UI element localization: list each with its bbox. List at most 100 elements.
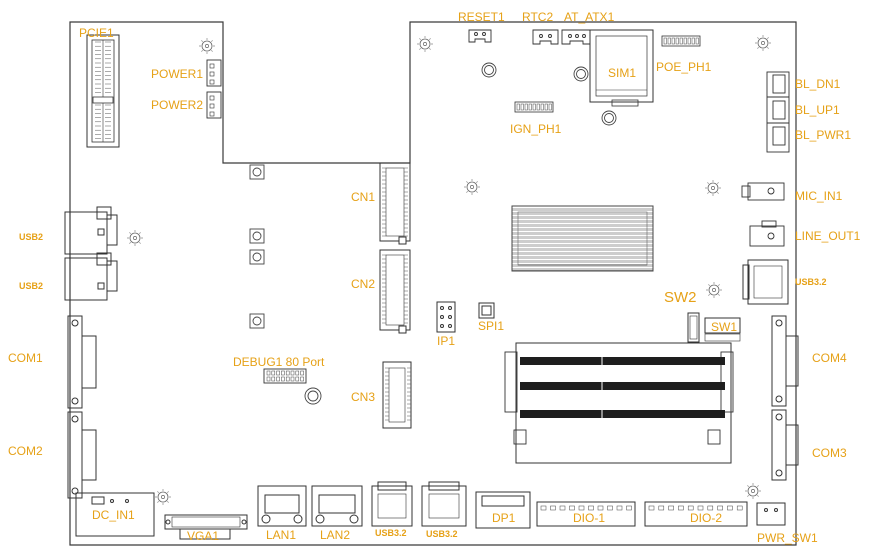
pin [295,370,300,376]
pin [616,505,623,511]
pin [285,370,290,376]
pin [266,376,271,382]
usb32-bottom2-label: USB3.2 [426,529,458,539]
line-out1-label: LINE_OUT1 [795,229,861,243]
pin [671,37,675,45]
sw2-label: SW2 [664,289,697,306]
pin [569,505,575,511]
pin [528,103,532,111]
bl-up1-label: BL_UP1 [795,103,840,117]
sw2-switch [687,312,700,343]
sim1-label: SIM1 [608,66,637,80]
reset1-header [468,29,492,43]
reset1-label: RESET1 [458,10,505,24]
dp1-port [475,491,531,529]
pin [707,505,714,511]
poe-ph1-header [661,35,701,47]
cn2-label: CN2 [351,277,376,291]
at-atx1-header [561,29,591,45]
cn1-label: CN1 [351,190,376,204]
bl-pwr1-label: BL_PWR1 [795,128,852,142]
vga1-label: VGA1 [187,529,220,543]
usb32-bottom1-label: USB3.2 [375,528,407,538]
pin [717,505,723,511]
ip1-header [436,301,456,333]
lan2-port [311,485,363,527]
com2-port [67,411,97,499]
debug1-label: DEBUG1 80 Port [233,355,325,369]
sw1-switch [704,317,741,342]
spi1-chip [478,302,495,319]
pin [667,37,671,45]
pin [520,103,524,111]
pin [266,370,271,376]
pin [540,103,544,111]
dimm-slots [504,342,734,464]
pin [588,505,594,511]
sim1-slot [589,29,654,107]
com2-label: COM2 [8,444,43,458]
pin [290,370,295,376]
lan2-label: LAN2 [320,528,351,542]
bl-dn1-label: BL_DN1 [795,77,841,91]
mic-in1-label: MIC_IN1 [795,189,843,203]
com3-port [771,409,799,481]
com4-port [771,315,799,407]
cn3-label: CN3 [351,390,376,404]
usb2-top-port [64,206,118,255]
pin [675,37,679,45]
pin [697,505,704,511]
usb32-bottom1-port [371,481,413,527]
pin [679,37,683,45]
ign-ph1-header [514,101,554,113]
standoffs [304,62,617,405]
pin [663,37,667,45]
ip1-label: IP1 [437,334,456,348]
pin [532,103,536,111]
lan1-label: LAN1 [266,528,297,542]
pin [544,103,548,111]
line-out1-jack [749,220,785,247]
pin [668,505,674,511]
pin [300,370,304,376]
pin [736,505,743,511]
pin [687,37,691,45]
com1-label: COM1 [8,351,43,365]
power1-connector [206,59,222,87]
pin [658,505,665,511]
usb32-right-label: USB3.2 [795,277,827,287]
power2-connector [206,91,222,119]
pin [271,376,276,382]
usb32-bottom2-port [421,481,467,527]
cn1-socket [379,162,411,245]
pin [683,37,687,45]
pin [524,103,528,111]
spi1-label: SPI1 [478,319,505,333]
com1-port [67,315,97,409]
pin [678,505,684,511]
pin [607,505,613,511]
cn2-socket [379,249,411,334]
pin [695,37,699,45]
pin [550,505,556,511]
pin [648,505,655,511]
pin [597,505,604,511]
dc-in1-connector [75,492,155,537]
dp1-label: DP1 [492,511,516,525]
debug1-header [263,368,307,384]
pin [285,376,290,382]
pin [290,376,295,382]
cn3-socket [382,361,412,429]
dio2-label: DIO-2 [690,511,723,525]
pcie1-label: PCIE1 [79,26,114,40]
dio1-header [536,501,636,527]
pin [548,103,552,111]
com4-label: COM4 [812,351,847,365]
pin [691,37,695,45]
pin [281,376,285,382]
rtc2-header [532,29,559,45]
dio2-header [644,501,748,527]
pin [300,376,304,382]
